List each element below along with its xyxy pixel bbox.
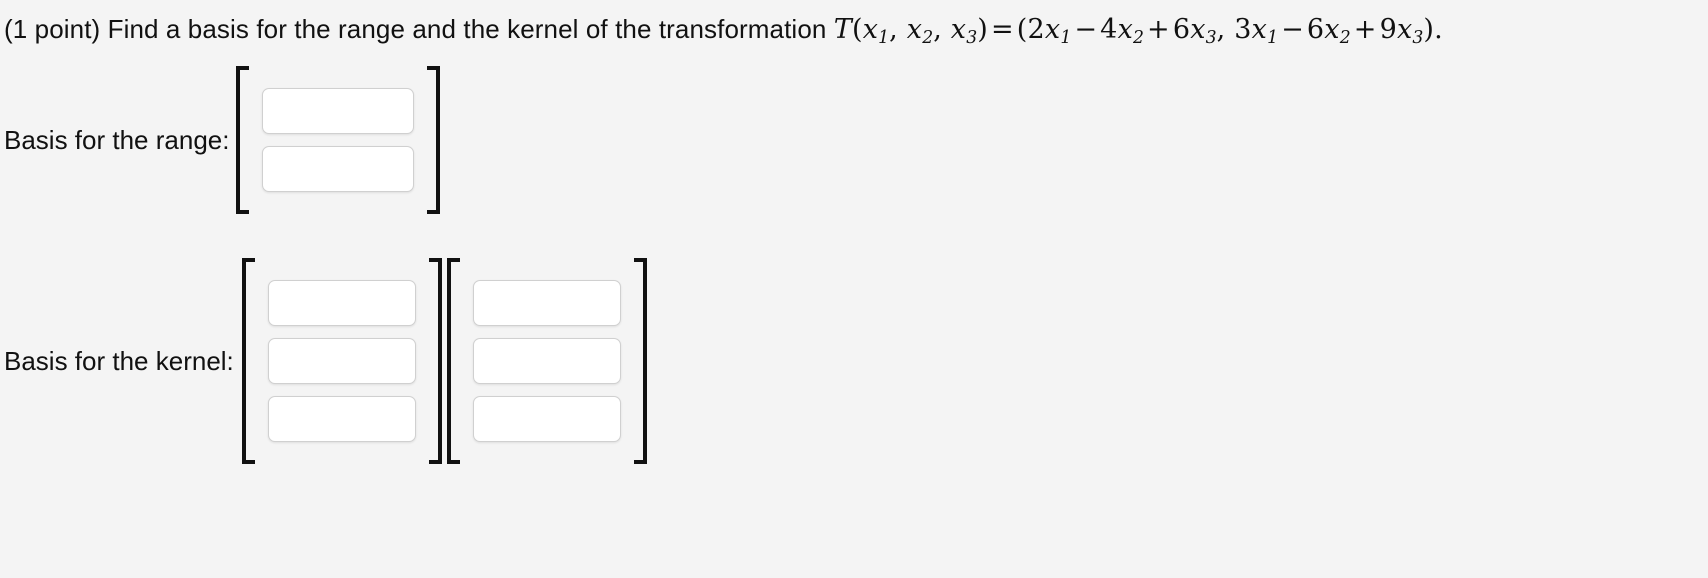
term4-operator: − bbox=[1281, 14, 1304, 45]
var3: x bbox=[950, 14, 967, 45]
range-answer-row: Basis for the range: bbox=[4, 66, 440, 214]
term1-subscript: 1 bbox=[1060, 27, 1072, 48]
term2-operator: + bbox=[1147, 14, 1170, 45]
range-label: Basis for the range: bbox=[4, 124, 230, 155]
kernel-vector-1 bbox=[242, 258, 442, 464]
comma1: , bbox=[889, 14, 898, 45]
equals-sign: = bbox=[990, 14, 1014, 45]
term1-operator: − bbox=[1074, 14, 1098, 45]
term2-var: x bbox=[1117, 14, 1133, 45]
bracket-foot-left bbox=[447, 460, 460, 464]
term5-var: x bbox=[1324, 14, 1340, 45]
bracket-foot-right bbox=[634, 460, 647, 464]
bracket-foot-left bbox=[236, 210, 249, 214]
rhs-comma: , bbox=[1216, 14, 1226, 45]
kernel-vector-2-entry-3[interactable] bbox=[473, 396, 621, 442]
term6-subscript: 3 bbox=[1412, 27, 1424, 48]
term2-subscript: 2 bbox=[1133, 27, 1144, 48]
prompt-text: Find a basis for the range and the kerne… bbox=[107, 14, 827, 44]
term4-var: x bbox=[1251, 14, 1268, 45]
range-vector-1-entry-1[interactable] bbox=[262, 88, 414, 134]
transformation-formula: T(x1, x2, x3)=(2x1−4x2+6x3, 3x1−6x2+9x3)… bbox=[833, 14, 1443, 48]
comma2: , bbox=[933, 14, 942, 45]
kernel-label: Basis for the kernel: bbox=[4, 345, 234, 376]
term1-coefficient: 2 bbox=[1027, 14, 1045, 45]
problem-statement: (1 point) Find a basis for the range and… bbox=[4, 14, 1443, 48]
kernel-vector-2-entry-1[interactable] bbox=[473, 280, 621, 326]
term4-subscript: 1 bbox=[1267, 27, 1279, 48]
kernel-answer-row: Basis for the kernel: bbox=[4, 258, 647, 464]
bracket-foot-right bbox=[429, 460, 442, 464]
term1-var: x bbox=[1044, 14, 1061, 45]
term3-subscript: 3 bbox=[1205, 27, 1217, 48]
term5-coefficient: 6 bbox=[1306, 14, 1325, 45]
rhs-open-paren: ( bbox=[1016, 14, 1028, 45]
open-paren: ( bbox=[851, 14, 863, 45]
var1-subscript: 1 bbox=[878, 27, 890, 48]
close-paren: ) bbox=[977, 14, 988, 45]
term5-subscript: 2 bbox=[1339, 27, 1351, 48]
term4-coefficient: 3 bbox=[1234, 14, 1252, 45]
period: . bbox=[1434, 14, 1443, 45]
rhs-close-paren: ) bbox=[1423, 14, 1435, 45]
term2-coefficient: 4 bbox=[1100, 14, 1118, 45]
kernel-vector-2 bbox=[447, 258, 647, 464]
points-label: (1 point) bbox=[4, 14, 101, 44]
range-vector-1-entry-2[interactable] bbox=[262, 146, 414, 192]
range-vector-1 bbox=[236, 66, 440, 214]
term3-var: x bbox=[1190, 14, 1206, 45]
var2-subscript: 2 bbox=[922, 27, 934, 48]
term6-coefficient: 9 bbox=[1379, 14, 1397, 45]
term5-operator: + bbox=[1353, 14, 1377, 45]
var1: x bbox=[862, 14, 879, 45]
term6-var: x bbox=[1396, 14, 1413, 45]
function-name: T bbox=[833, 14, 852, 45]
kernel-vector-1-entry-2[interactable] bbox=[268, 338, 416, 384]
kernel-vector-1-entry-3[interactable] bbox=[268, 396, 416, 442]
var2: x bbox=[906, 14, 923, 45]
term3-coefficient: 6 bbox=[1172, 14, 1191, 45]
kernel-vector-2-entry-2[interactable] bbox=[473, 338, 621, 384]
bracket-foot-right bbox=[427, 210, 440, 214]
bracket-foot-left bbox=[242, 460, 255, 464]
kernel-vector-1-entry-1[interactable] bbox=[268, 280, 416, 326]
var3-subscript: 3 bbox=[966, 27, 978, 48]
